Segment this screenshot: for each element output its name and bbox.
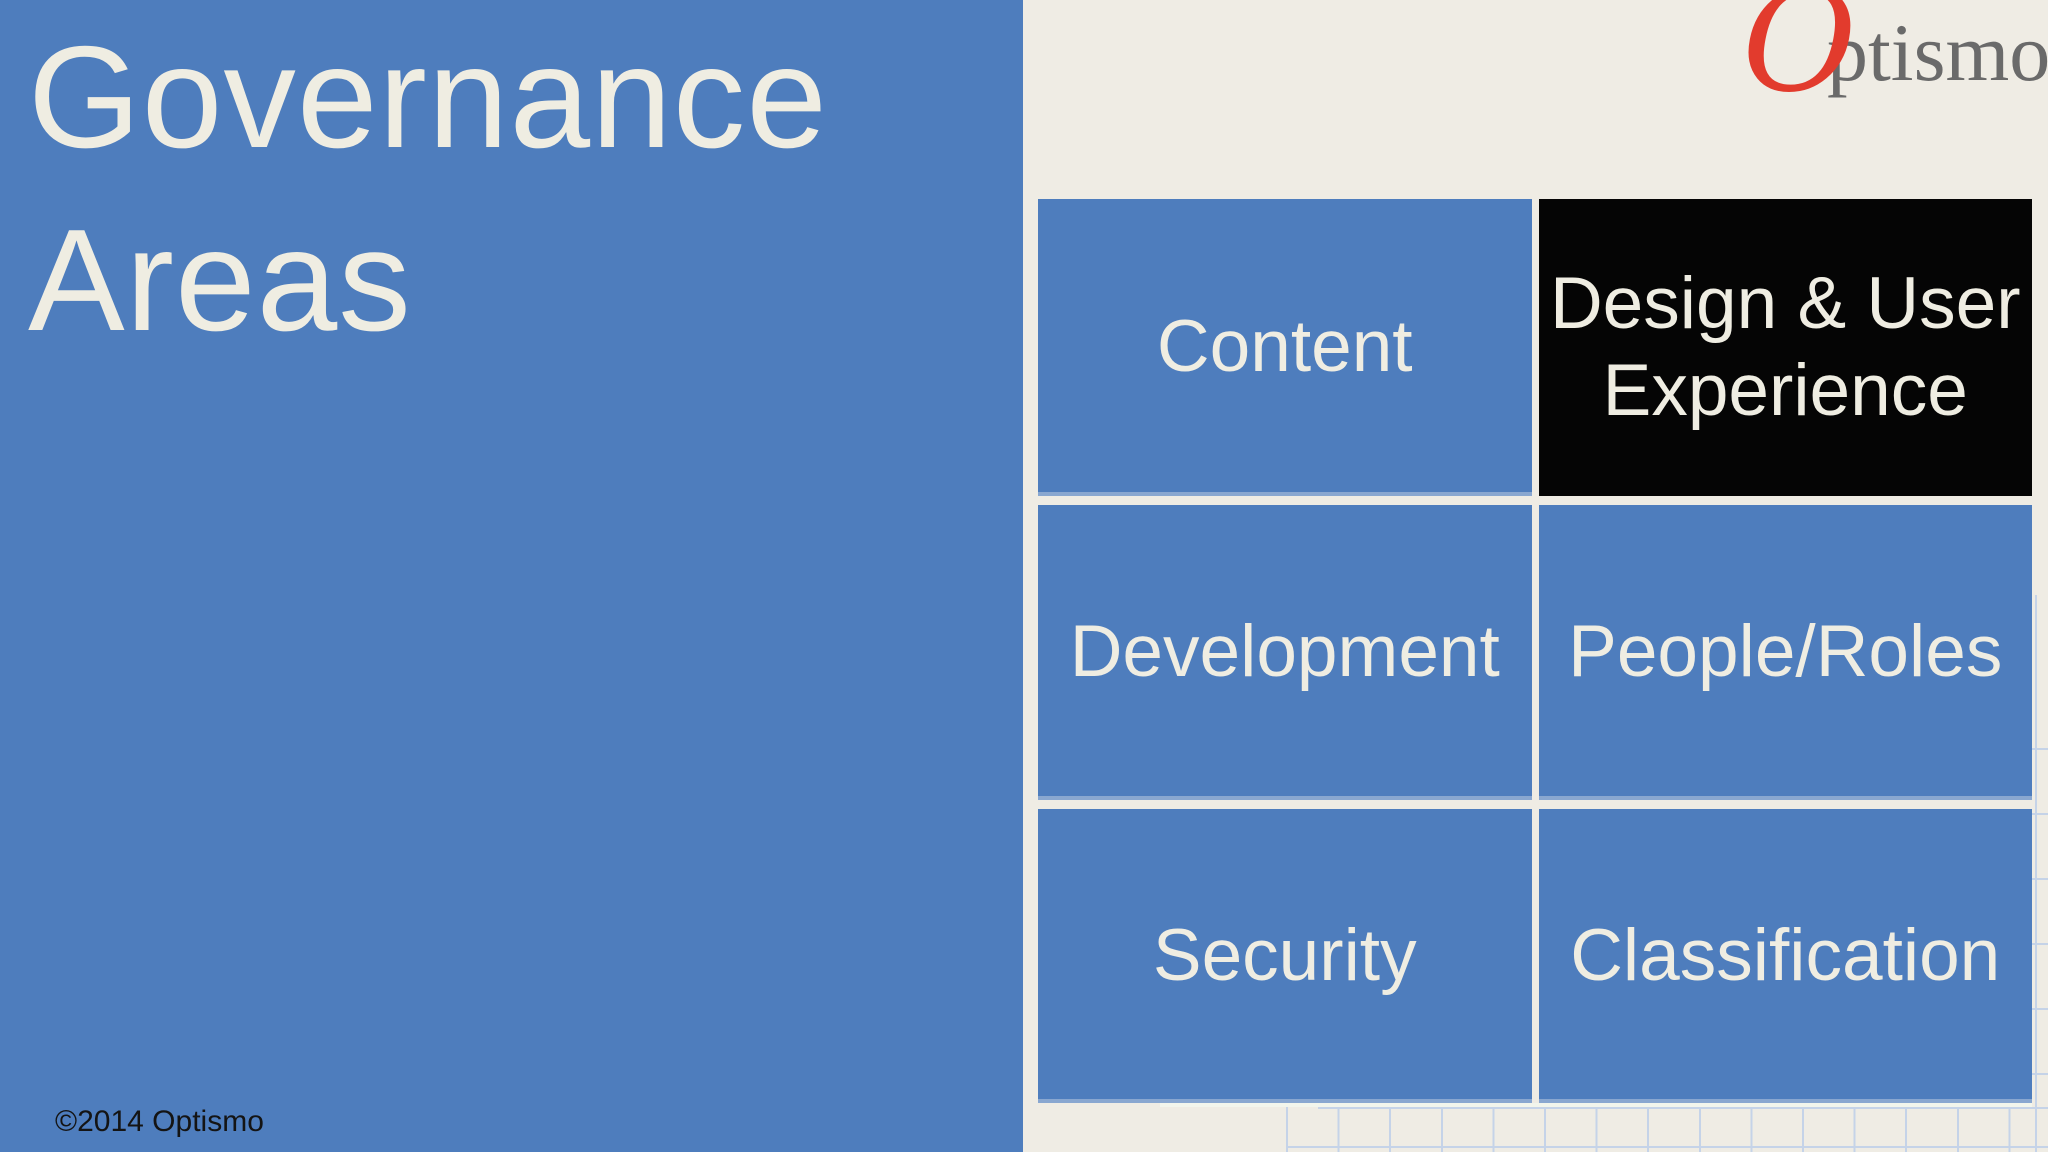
page-title: Governance Areas (28, 16, 828, 361)
sheet-row-line-bottom (1286, 1146, 2048, 1148)
governance-grid: Content Design & User Experience Develop… (1038, 199, 2032, 1103)
sheet-row-line-top (1318, 1107, 2048, 1109)
sheet-column-lines (1286, 1107, 2048, 1152)
grid-cell-security[interactable]: Security (1038, 809, 1532, 1103)
grid-cell-classification[interactable]: Classification (1538, 809, 2032, 1103)
logo-wordmark: ptismo (1827, 7, 2048, 98)
copyright-text: ©2014 Optismo (55, 1105, 264, 1138)
grid-cell-design-user-experience[interactable]: Design & User Experience (1538, 199, 2032, 496)
sheet-right-row-lines (2032, 748, 2048, 1110)
logo-initial-o: O (1742, 0, 1857, 124)
grid-cell-development[interactable]: Development (1038, 505, 1532, 800)
title-panel: Governance Areas ©2014 Optismo (0, 0, 1023, 1152)
grid-cell-content[interactable]: Content (1038, 199, 1532, 496)
grid-cell-people-roles[interactable]: People/Roles (1538, 505, 2032, 800)
sheet-light-strip (1160, 1103, 2032, 1107)
